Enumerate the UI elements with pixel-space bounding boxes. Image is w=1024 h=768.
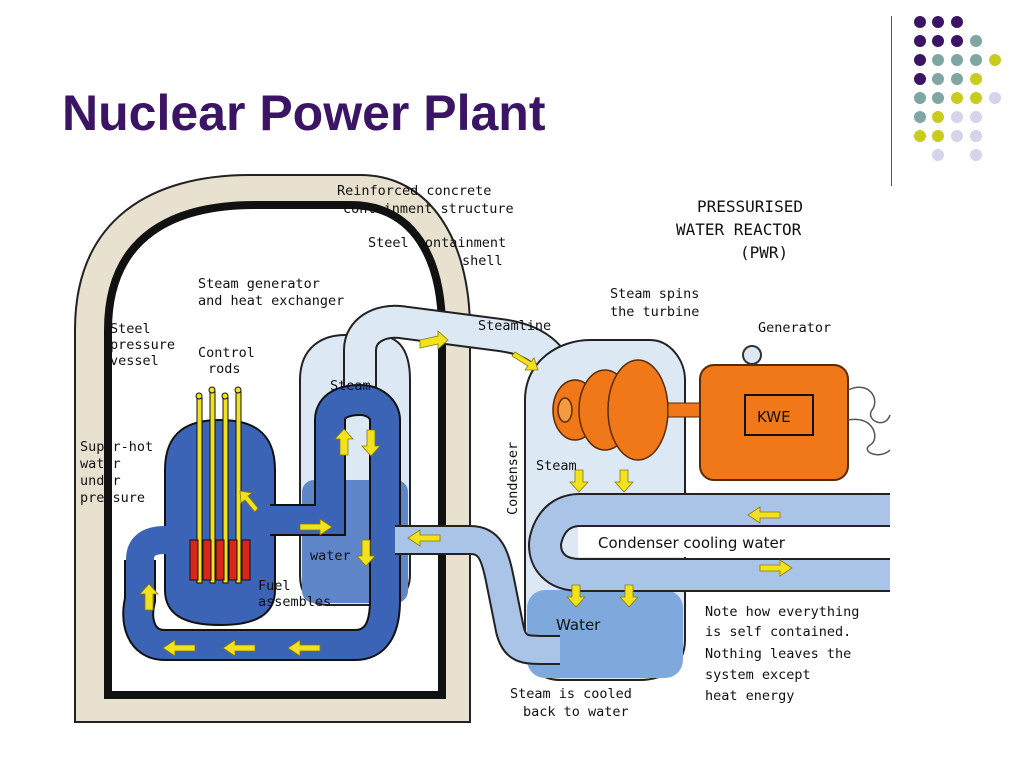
superhot-label-line1: Super-hot [80,439,153,455]
page-title: Nuclear Power Plant [62,85,546,141]
generator-label: Generator [758,320,831,336]
steel-shell-label-line1: Steel containment [368,235,506,251]
control-rods-label-line2: rods [208,361,241,377]
superhot-label-line4: pressure [80,490,145,506]
cooled-label-line1: Steam is cooled [510,686,632,702]
pwr-heading-line1: PRESSURISED [697,197,803,216]
steam-left-label: Steam [330,378,371,394]
water-left-label: water [310,548,351,564]
note-line3: Nothing leaves the [705,646,851,662]
turbine-label-line2: the turbine [610,304,699,320]
turbine-label-line1: Steam spins [610,286,699,302]
generator [699,345,891,481]
pwr-heading-line3: (PWR) [740,243,788,262]
condenser-label: Condenser [505,442,521,515]
steel-shell-label-line2: shell [462,253,503,269]
water-right-label: Water [556,616,601,634]
concrete-label-line2: containment structure [343,201,514,217]
control-rods-label-line1: Control [198,345,255,361]
divider-line [891,16,892,186]
fuel-assemblies [189,539,251,581]
vessel-label-line3: vessel [110,353,159,369]
fuel-label-line1: Fuel [258,578,291,594]
turbine [552,359,669,461]
vessel-label-line1: Steel [110,321,151,337]
kwe-label: KWE [757,408,791,426]
concrete-label-line1: Reinforced concrete [337,183,491,199]
note-line4: system except [705,667,811,683]
condenser-water [527,590,683,678]
cooling-water-label: Condenser cooling water [598,534,786,552]
steam-right-label: Steam [536,458,577,474]
pwr-heading-line2: WATER REACTOR [676,220,802,239]
turbine-shaft [667,402,701,418]
fuel-label-line2: assembles [258,594,331,610]
vessel-label-line2: pressure [110,337,175,353]
note-line5: heat energy [705,688,794,704]
cooled-label-line2: back to water [523,704,629,720]
steam-gen-label-line1: Steam generator [198,276,320,292]
superhot-label-line2: water [80,456,121,472]
note-line2: is self contained. [705,624,851,640]
superhot-label-line3: under [80,473,121,489]
steam-gen-label-line2: and heat exchanger [198,293,344,309]
steamline-label: Steamline [478,318,551,334]
flow-arrows [139,330,793,657]
control-rods [195,386,242,584]
note-line1: Note how everything [705,604,859,620]
